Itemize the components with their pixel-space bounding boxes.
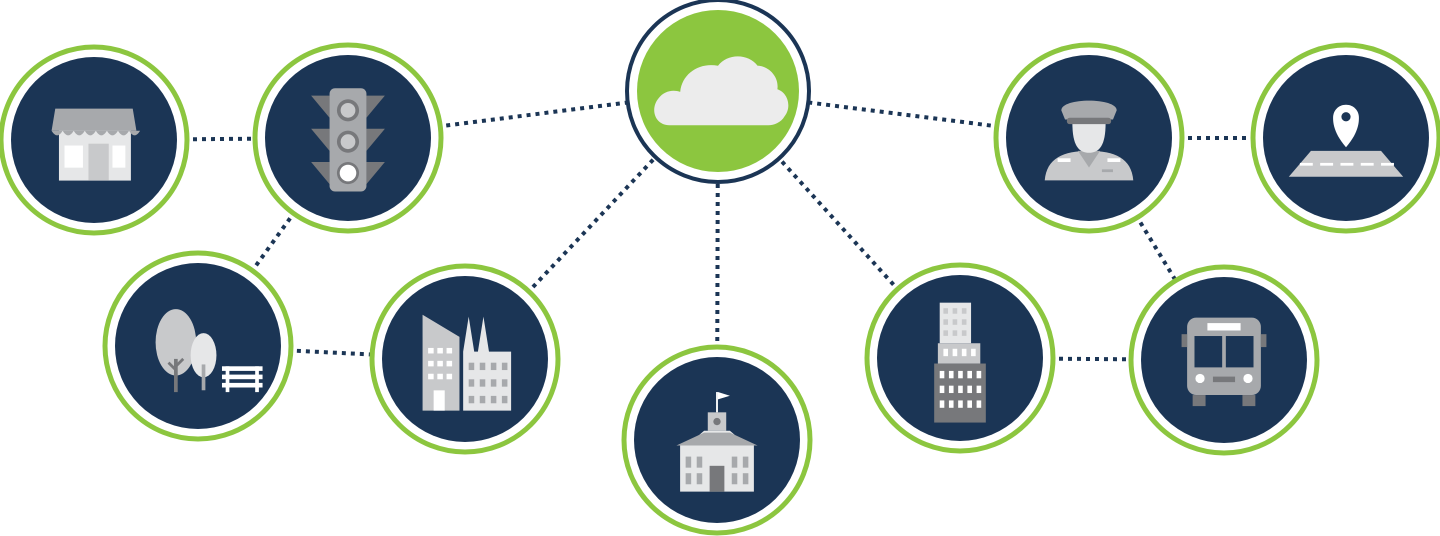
node-park[interactable] xyxy=(102,250,294,442)
node-officer[interactable] xyxy=(993,42,1185,234)
link-traffic-park xyxy=(196,136,350,348)
link-store-traffic xyxy=(93,136,349,142)
node-skyscraper[interactable] xyxy=(864,262,1056,454)
node-traffic[interactable] xyxy=(252,42,444,234)
node-store[interactable] xyxy=(0,44,190,236)
node-school[interactable] xyxy=(621,344,813,536)
node-road[interactable] xyxy=(1250,42,1440,234)
bus-icon xyxy=(1181,317,1267,407)
node-bus[interactable] xyxy=(1128,264,1320,456)
node-factory[interactable] xyxy=(369,263,561,455)
node-hub[interactable] xyxy=(625,0,811,184)
storefront-icon xyxy=(51,108,141,181)
